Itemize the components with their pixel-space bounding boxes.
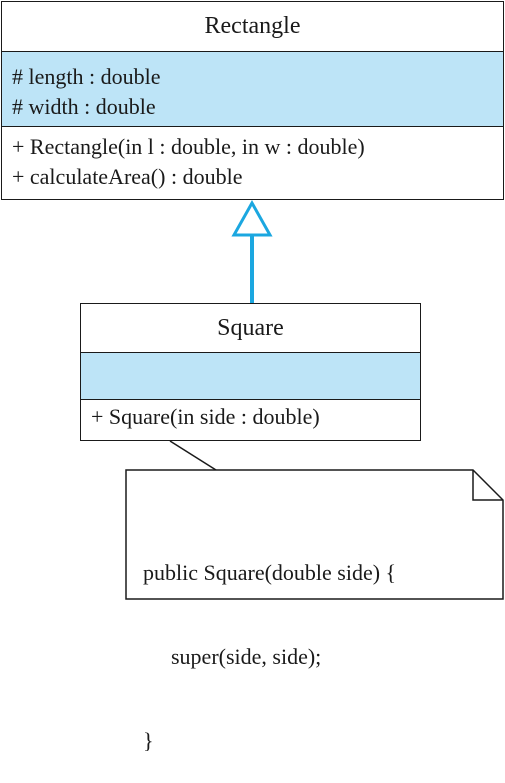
- note-anchor-line: [169, 440, 217, 471]
- note-line-signature: public Square(double side) {: [143, 560, 397, 585]
- note-code: public Square(double side) { super(side,…: [143, 503, 396, 783]
- attribute-width: # width : double: [12, 94, 156, 119]
- inheritance-arrowhead: [231, 199, 273, 237]
- operation-calculate-area: + calculateArea() : double: [12, 164, 243, 189]
- note-line-super-call: super(side, side);: [171, 644, 322, 669]
- rectangle-class-name: Rectangle: [204, 13, 301, 39]
- square-operations: + Square(in side : double): [81, 399, 420, 439]
- rectangle-attributes: # length : double # width : double: [2, 51, 503, 126]
- operation-rectangle-constructor: + Rectangle(in l : double, in w : double…: [12, 134, 365, 159]
- note-line-closing-brace: }: [143, 728, 154, 753]
- attribute-length: # length : double: [12, 64, 161, 89]
- rectangle-operations: + Rectangle(in l : double, in w : double…: [2, 126, 503, 198]
- rectangle-class-box: Rectangle # length : double # width : do…: [1, 1, 504, 200]
- square-class-name: Square: [217, 314, 284, 341]
- note-folded-corner: [472, 470, 503, 501]
- operation-square-constructor: + Square(in side : double): [91, 404, 320, 429]
- square-class-box: Square + Square(in side : double): [80, 303, 421, 441]
- square-attributes: [81, 352, 420, 399]
